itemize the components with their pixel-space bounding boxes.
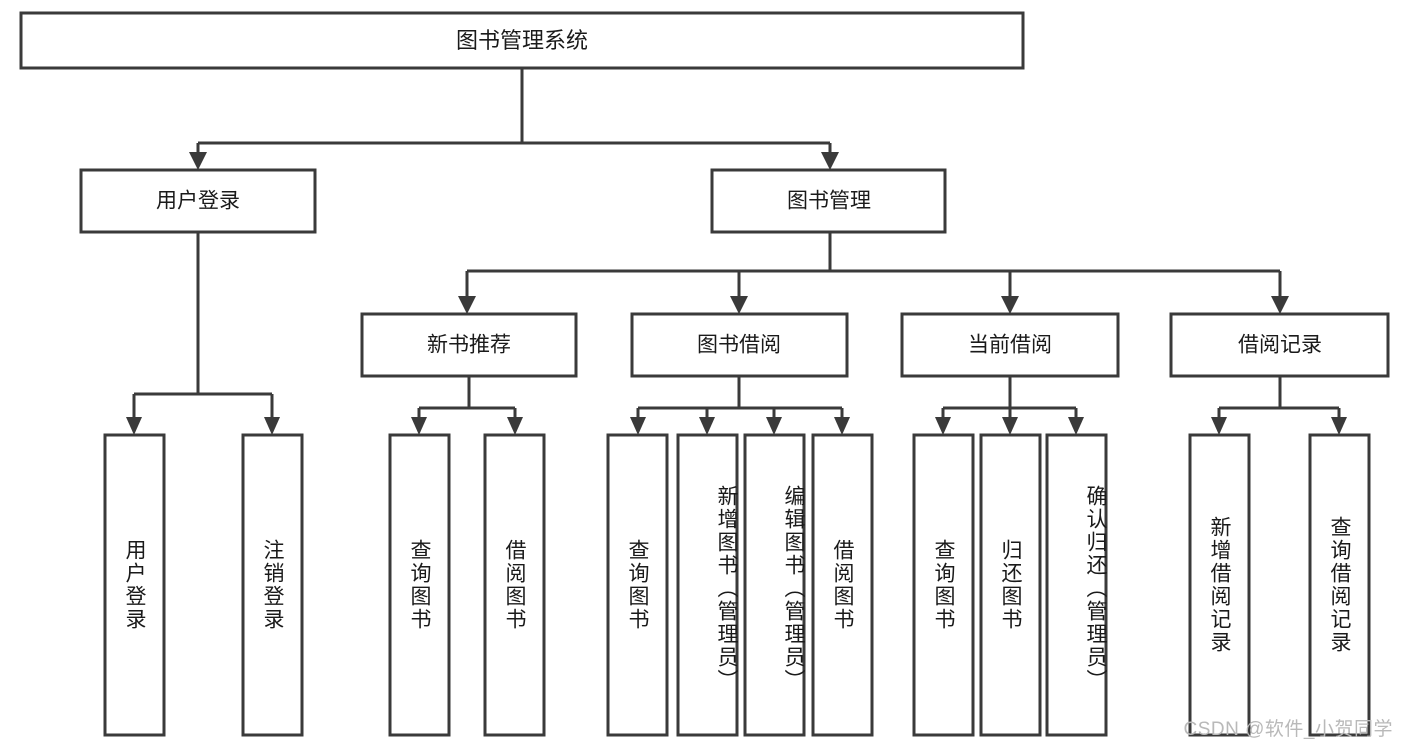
arrow-head-leaf-add-record [1211, 417, 1227, 435]
arrow-head-current-borrow [1001, 296, 1019, 314]
edges-book-borrow-to-leaves [630, 376, 850, 435]
arrow-head-leaf-borrow-book [834, 417, 850, 435]
arrow-head-leaf-query-book-rec [411, 417, 427, 435]
leaf-box-user-login[interactable] [103, 433, 166, 737]
node-book-borrow-box[interactable] [630, 312, 849, 378]
node-current-borrow-box[interactable] [900, 312, 1120, 378]
node-new-book-recommend[interactable]: 新书推荐 [360, 312, 578, 378]
node-book-manage[interactable]: 图书管理 [710, 168, 947, 234]
node-borrow-record-box[interactable] [1169, 312, 1390, 378]
leaf-box-user-logout[interactable] [241, 433, 304, 737]
arrow-head-leaf-edit-book [766, 417, 782, 435]
node-user-login[interactable]: 用户登录 [79, 168, 317, 234]
node-user-login-box[interactable] [79, 168, 317, 234]
leaf-box-edit-book[interactable] [743, 433, 806, 737]
node-book-borrow[interactable]: 图书借阅 [630, 312, 849, 378]
node-current-borrow-label: 当前借阅 [968, 334, 1052, 357]
edges-book-manage-to-level3 [458, 232, 1289, 314]
csdn-watermark: CSDN @软件_小贺同学 [1183, 719, 1393, 740]
arrow-head-leaf-query-record [1331, 417, 1347, 435]
leaf-box-return-book[interactable] [979, 433, 1042, 737]
arrow-head-leaf-query-book [630, 417, 646, 435]
arrow-head-new-book-recommend [458, 296, 476, 314]
edges-new-book-recommend-to-leaves [411, 376, 523, 435]
leaf-boxes [103, 433, 1371, 737]
leaf-box-query-book[interactable] [606, 433, 669, 737]
arrow-head-user-login [189, 152, 207, 170]
node-book-borrow-label: 图书借阅 [697, 334, 781, 357]
edges-user-login-to-leaves [126, 232, 280, 435]
node-user-login-label: 用户登录 [156, 190, 240, 213]
leaf-box-confirm-return[interactable] [1045, 433, 1108, 737]
edges-root-to-level2 [189, 68, 839, 170]
leaf-box-add-book[interactable] [676, 433, 739, 737]
node-root-box[interactable] [19, 11, 1025, 70]
node-book-manage-label: 图书管理 [787, 190, 871, 213]
leaf-box-add-record[interactable] [1188, 433, 1251, 737]
leaf-box-query-book-rec[interactable] [388, 433, 451, 737]
arrow-head-book-borrow [730, 296, 748, 314]
arrow-head-leaf-user-logout [264, 417, 280, 435]
arrow-head-leaf-user-login [126, 417, 142, 435]
node-borrow-record[interactable]: 借阅记录 [1169, 312, 1390, 378]
leaf-box-borrow-book[interactable] [811, 433, 874, 737]
node-book-manage-box[interactable] [710, 168, 947, 234]
node-root[interactable]: 图书管理系统 [19, 11, 1025, 70]
arrow-head-leaf-query-book-cur [935, 417, 951, 435]
node-borrow-record-label: 借阅记录 [1238, 334, 1322, 357]
arrow-head-book-manage [821, 152, 839, 170]
edges-borrow-record-to-leaves [1211, 376, 1347, 435]
arrow-head-leaf-return-book [1002, 417, 1018, 435]
arrow-head-leaf-add-book [699, 417, 715, 435]
node-root-label: 图书管理系统 [456, 28, 588, 53]
arrow-head-leaf-confirm-return [1068, 417, 1084, 435]
node-new-book-recommend-box[interactable] [360, 312, 578, 378]
leaf-box-query-record[interactable] [1308, 433, 1371, 737]
arrow-head-borrow-record [1271, 296, 1289, 314]
leaf-box-query-book-cur[interactable] [912, 433, 975, 737]
node-new-book-recommend-label: 新书推荐 [427, 334, 511, 357]
edges-current-borrow-to-leaves [935, 376, 1084, 435]
node-current-borrow[interactable]: 当前借阅 [900, 312, 1120, 378]
arrow-head-leaf-borrow-book-rec [507, 417, 523, 435]
leaf-box-borrow-book-rec[interactable] [483, 433, 546, 737]
